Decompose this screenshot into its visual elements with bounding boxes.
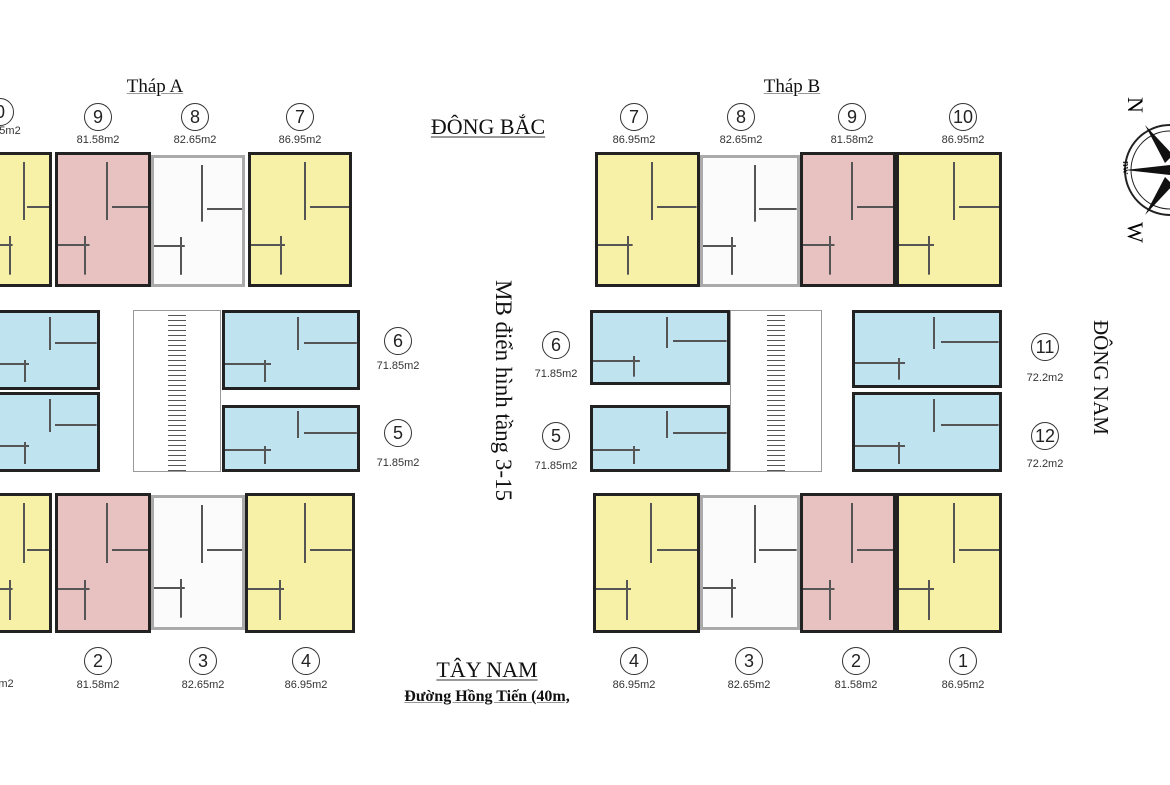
unit-number: 8 xyxy=(727,103,755,131)
direction-southwest: TÂY NAM xyxy=(436,657,538,682)
tower-a-unit-4 xyxy=(245,493,355,633)
tower-b-unit-11 xyxy=(852,310,1002,388)
unit-area: 81.58m2 xyxy=(76,679,120,691)
tower-b-unit-1 xyxy=(896,493,1002,633)
compass-icon: N nw W xyxy=(1115,85,1170,245)
tower-b-core xyxy=(730,310,822,472)
unit-number: 2 xyxy=(842,647,870,675)
tower-b-unit-4 xyxy=(593,493,700,633)
unit-area: 72.2m2 xyxy=(1026,372,1064,384)
unit-number: 3 xyxy=(189,647,217,675)
tower-a-unit-3 xyxy=(151,495,245,630)
unit-number: 9 xyxy=(84,103,112,131)
tower-a-unit-2 xyxy=(55,493,151,633)
unit-number: 6 xyxy=(542,331,570,359)
unit-number: 12 xyxy=(1031,422,1059,450)
tower-b-unit-2 xyxy=(800,493,896,633)
unit-area: 71.85m2 xyxy=(376,360,420,372)
unit-number: 2 xyxy=(84,647,112,675)
tower-b-unit-12 xyxy=(852,392,1002,472)
tower-b-unit-7 xyxy=(595,152,700,287)
tower-b-unit-3 xyxy=(700,495,800,630)
unit-area: 71.85m2 xyxy=(534,368,578,380)
unit-number: 7 xyxy=(286,103,314,131)
unit-area: 86.95m2 xyxy=(278,134,322,146)
tower-b-title: Tháp B xyxy=(763,76,821,97)
plan-title: MB điển hình tầng 3-15 xyxy=(491,280,516,502)
unit-number: 3 xyxy=(735,647,763,675)
unit-number: 9 xyxy=(838,103,866,131)
road-name: Đường Hồng Tiến (40m, xyxy=(404,688,570,705)
tower-b-unit-6 xyxy=(590,310,730,385)
tower-b-unit-10 xyxy=(896,152,1002,287)
tower-a-unit-1 xyxy=(0,493,52,633)
compass-n: N xyxy=(1123,97,1148,113)
compass-w: W xyxy=(1123,222,1148,243)
tower-a-unit-9 xyxy=(55,152,151,287)
tower-a-core xyxy=(133,310,221,472)
unit-area: 86.95m2 xyxy=(284,679,328,691)
unit-number: 11 xyxy=(1031,333,1059,361)
unit-area: 71.85m2 xyxy=(376,457,420,469)
compass-nw: nw xyxy=(1120,161,1132,175)
unit-number: 4 xyxy=(292,647,320,675)
tower-a-unit-5 xyxy=(222,405,360,472)
unit-number: 6 xyxy=(384,327,412,355)
direction-southeast: ĐÔNG NAM xyxy=(1089,320,1113,435)
tower-b-unit-9 xyxy=(800,152,896,287)
unit-area: 81.58m2 xyxy=(834,679,878,691)
tower-a-unit-6 xyxy=(222,310,360,390)
unit-area: 86.95m2 xyxy=(612,679,656,691)
tower-a-unit-8 xyxy=(151,155,245,287)
unit-number: 4 xyxy=(620,647,648,675)
tower-b-unit-5 xyxy=(590,405,730,472)
unit-area: 86.95m2 xyxy=(941,679,985,691)
unit-number: 5 xyxy=(542,422,570,450)
direction-northeast: ĐÔNG BẮC xyxy=(430,114,546,139)
unit-area: 72.2m2 xyxy=(1026,458,1064,470)
tower-b-unit-8 xyxy=(700,155,800,287)
tower-a-title: Tháp A xyxy=(126,76,184,97)
unit-area: 82.65m2 xyxy=(727,679,771,691)
unit-number: 1 xyxy=(949,647,977,675)
unit-number: 0 xyxy=(0,98,14,126)
unit-area: 82.65m2 xyxy=(719,134,763,146)
tower-a-unit-10 xyxy=(0,152,52,287)
unit-number: 7 xyxy=(620,103,648,131)
unit-number: 10 xyxy=(949,103,977,131)
unit-area: 86.95m2 xyxy=(612,134,656,146)
unit-area: 81.58m2 xyxy=(76,134,120,146)
unit-area: 82.65m2 xyxy=(173,134,217,146)
unit-area: 71.85m2 xyxy=(534,460,578,472)
tower-a-unit-left-top xyxy=(0,310,100,390)
tower-a-unit-7 xyxy=(248,152,352,287)
unit-area: 86.95m2 xyxy=(941,134,985,146)
unit-number: 5 xyxy=(384,419,412,447)
unit-area: m2 xyxy=(0,678,14,690)
unit-area: 81.58m2 xyxy=(830,134,874,146)
unit-number: 8 xyxy=(181,103,209,131)
tower-a-unit-left-bottom xyxy=(0,392,100,472)
unit-area: 5m2 xyxy=(0,125,21,137)
unit-area: 82.65m2 xyxy=(181,679,225,691)
